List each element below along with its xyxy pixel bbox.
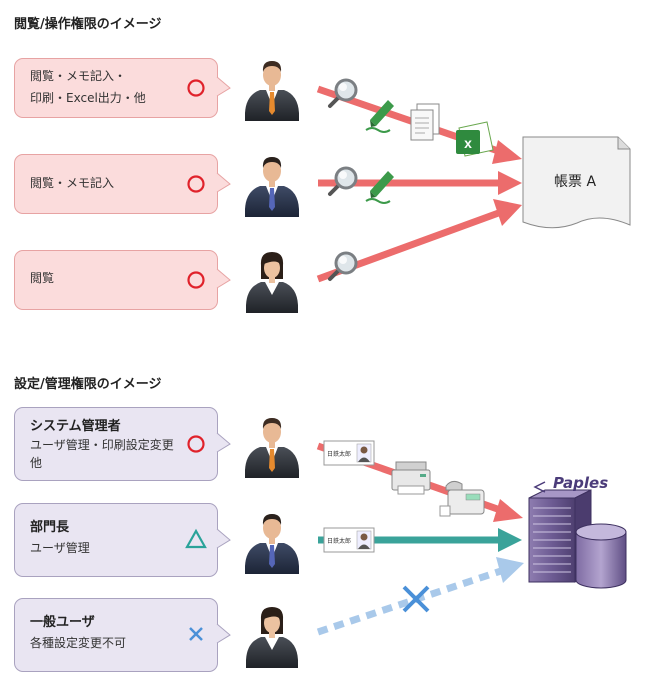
- admin-bubble-2: [14, 503, 218, 577]
- cross-mark-icon: [189, 627, 203, 641]
- server-icon: [528, 489, 627, 589]
- id-card-name: 日鉄太郎: [327, 538, 352, 545]
- permission-1-line2: 印刷・Excel出力・他: [30, 91, 146, 105]
- highlighter-icon: [365, 170, 395, 204]
- permission-bubble-3: [14, 250, 218, 310]
- permission-1-line1: 閲覧・メモ記入・: [30, 69, 127, 83]
- printer-icon: [391, 461, 431, 495]
- admin-1-title: システム管理者: [30, 419, 121, 434]
- person-icon: [245, 61, 299, 121]
- admin-bubble-1: [14, 407, 218, 481]
- person-icon: [246, 607, 298, 668]
- person-icon: [245, 514, 299, 574]
- admin-3-title: 一般ユーザ: [30, 615, 95, 630]
- server-logo-chevron-icon: [533, 481, 546, 493]
- admin-bubble-3: [14, 598, 218, 672]
- denied-cross-icon: [402, 585, 430, 613]
- admin-3-line1: 各種設定変更不可: [30, 636, 127, 650]
- excel-icon: x: [456, 121, 494, 157]
- permission-3-line1: 閲覧: [30, 271, 55, 285]
- admin-2-title: 部門長: [30, 520, 70, 535]
- magnifier-icon: [328, 251, 358, 281]
- admin-1-line1: ユーザ管理・印刷設定変更: [30, 438, 174, 452]
- circle-mark-icon: [187, 271, 205, 289]
- fax-icon: [439, 480, 485, 517]
- triangle-mark-icon: [185, 528, 207, 549]
- document-label: 帳票 A: [554, 174, 597, 190]
- server-logo: Paples: [553, 474, 609, 492]
- section2-title: 設定/管理権限のイメージ: [14, 377, 162, 392]
- svg-text:x: x: [464, 135, 472, 151]
- circle-mark-icon: [187, 79, 205, 97]
- admin-arrow-3: [316, 557, 524, 636]
- circle-mark-icon: [187, 175, 205, 193]
- section1-title: 閲覧/操作権限のイメージ: [14, 17, 162, 32]
- permission-bubble-2: [14, 154, 218, 214]
- document-copy-icon: [410, 103, 440, 141]
- person-icon: [245, 418, 299, 478]
- person-icon: [246, 252, 298, 313]
- document-icon: [522, 136, 631, 229]
- admin-1-line2: 他: [30, 456, 43, 470]
- id-card-name: 日鉄太郎: [327, 451, 352, 458]
- permission-2-line1: 閲覧・メモ記入: [30, 176, 115, 190]
- circle-mark-icon: [187, 435, 205, 453]
- admin-2-line1: ユーザ管理: [30, 541, 90, 555]
- person-icon: [245, 157, 299, 217]
